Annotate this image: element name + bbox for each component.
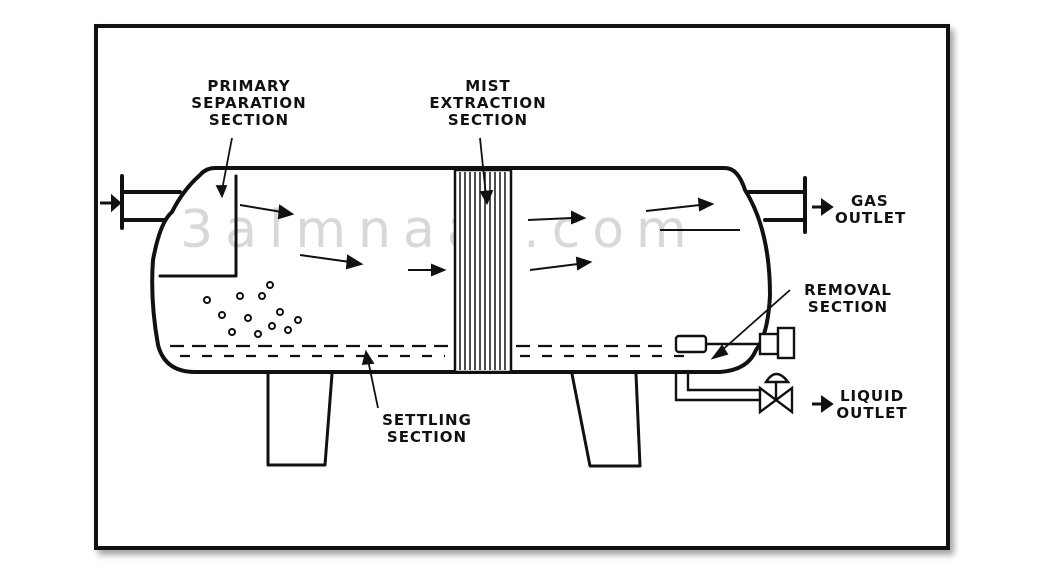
inlet-nozzle (120, 174, 182, 230)
label-mist-extraction: MIST EXTRACTION SECTION (429, 77, 547, 129)
label-liquid-outlet: LIQUID OUTLET (836, 387, 908, 422)
right-leg (570, 372, 642, 468)
label-removal-section: REMOVAL SECTION (804, 281, 892, 316)
label-settling-section: SETTLING SECTION (382, 411, 472, 446)
inlet-baffle (158, 174, 238, 278)
label-gas-outlet: GAS OUTLET (835, 192, 907, 227)
diagram-frame (94, 24, 950, 550)
liquid-level (170, 344, 690, 358)
liquid-droplets (203, 281, 302, 338)
mist-extractor (453, 168, 513, 374)
gas-outlet-nozzle (746, 176, 807, 234)
gas-flow-arrows (100, 193, 834, 413)
leader-lines (215, 137, 791, 409)
left-leg (266, 372, 334, 467)
level-controller (674, 326, 796, 360)
vessel-shell (150, 166, 772, 374)
liquid-outlet-valve (674, 370, 794, 415)
label-primary-separation: PRIMARY SEPARATION SECTION (191, 77, 307, 129)
